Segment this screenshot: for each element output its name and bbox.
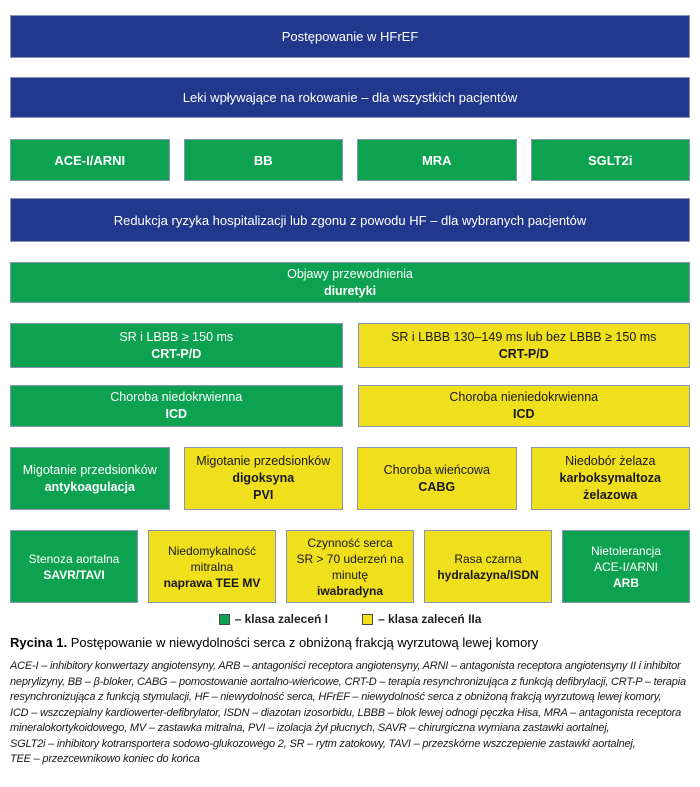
box-sglt2i: SGLT2i bbox=[530, 139, 690, 181]
box-condition-line: SR i LBBB 130–149 ms lub bez LBBB ≥ 150 … bbox=[391, 329, 657, 344]
box-therapy-line: karboksymaltoza bbox=[559, 471, 661, 485]
box-condition-line: Migotanie przedsionków bbox=[22, 462, 157, 477]
caption-label: Rycina 1. bbox=[10, 635, 68, 650]
box-icd-nonischemic: Choroba nieniedokrwienna ICD bbox=[357, 385, 690, 427]
header-all-patients-bar: Leki wpływające na rokowanie – dla wszys… bbox=[10, 77, 690, 118]
header-selected-patients-label: Redukcja ryzyka hospitalizacji lub zgonu… bbox=[113, 212, 587, 228]
comorbidities-row-1: Migotanie przedsionków antykoagulacja Mi… bbox=[10, 447, 690, 510]
header-main-bar: Postępowanie w HFrEF bbox=[10, 15, 690, 58]
box-condition-line: Choroba wieńcowa bbox=[383, 462, 490, 477]
box-therapy-line: ICD bbox=[512, 407, 535, 421]
box-condition-line: Migotanie przedsionków bbox=[196, 454, 331, 468]
box-label: SGLT2i bbox=[587, 152, 633, 168]
figure-caption: Rycina 1. Postępowanie w niewydolności s… bbox=[10, 635, 690, 650]
box-condition-line: Choroba nieniedokrwienna bbox=[449, 390, 599, 404]
box-condition-line: SR > 70 uderzeń na bbox=[296, 551, 404, 566]
box-mra: MRA bbox=[357, 139, 517, 181]
box-crt-class-i: SR i LBBB ≥ 150 ms CRT-P/D bbox=[10, 323, 343, 368]
header-selected-patients-bar: Redukcja ryzyka hospitalizacji lub zgonu… bbox=[10, 198, 690, 242]
icd-row: Choroba niedokrwienna ICD Choroba nienie… bbox=[10, 385, 690, 427]
box-aortic-stenosis: Stenoza aortalna SAVR/TAVI bbox=[10, 530, 138, 603]
caption-text: Postępowanie w niewydolności serca z obn… bbox=[67, 635, 539, 650]
legend-class-i-label: – klasa zaleceń I bbox=[234, 612, 328, 626]
box-condition-line: Stenoza aortalna bbox=[28, 551, 120, 566]
box-condition-line: Choroba niedokrwienna bbox=[110, 390, 243, 404]
footnote-line: neprylizyny, BB – β-bloker, CABG – pomos… bbox=[10, 675, 686, 688]
box-icd-ischemic: Choroba niedokrwienna ICD bbox=[10, 385, 343, 427]
box-therapy-line: CABG bbox=[418, 479, 456, 494]
box-af-digoxin-pvi: Migotanie przedsionków digoksyna PVI bbox=[183, 447, 343, 510]
box-heart-rate-ivabradine: Czynność serca SR > 70 uderzeń na minutę… bbox=[286, 530, 414, 603]
box-condition-line: ACE-I/ARNI bbox=[593, 559, 658, 574]
box-therapy-line: CRT-P/D bbox=[151, 346, 202, 361]
box-therapy-line: naprawa TEE MV bbox=[163, 575, 261, 590]
box-label: ACE-I/ARNI bbox=[54, 152, 126, 168]
box-condition-line: mitralna bbox=[190, 559, 234, 574]
box-crt-class-iia: SR i LBBB 130–149 ms lub bez LBBB ≥ 150 … bbox=[357, 323, 690, 368]
footnote-line: ACE-I – inhibitory konwertazy angiotensy… bbox=[10, 660, 681, 672]
footnote-line: TEE – przezcewnikowo koniec do końca bbox=[10, 753, 200, 765]
box-therapy-line: hydralazyna/ISDN bbox=[437, 567, 539, 582]
comorbidities-row-2: Stenoza aortalna SAVR/TAVI Niedomykalnoś… bbox=[10, 530, 690, 603]
footnote-line: mineralokortykoidowego, MV – zastawka mi… bbox=[10, 722, 610, 734]
box-label: BB bbox=[253, 152, 273, 168]
box-condition-line: SR i LBBB ≥ 150 ms bbox=[119, 329, 234, 344]
class-iia-swatch-icon bbox=[362, 613, 373, 625]
box-bb: BB bbox=[183, 139, 343, 181]
box-condition-line: Objawy przewodnienia bbox=[287, 266, 413, 281]
box-af-anticoagulation: Migotanie przedsionków antykoagulacja bbox=[10, 447, 170, 510]
footnote-line: SGLT2i – inhibitory kotransportera sodow… bbox=[10, 737, 636, 750]
box-therapy-line: ARB bbox=[613, 575, 639, 590]
box-therapy-line: antykoagulacja bbox=[44, 479, 135, 494]
box-label: MRA bbox=[421, 152, 452, 168]
legend-item-class-iia: – klasa zaleceń IIa bbox=[362, 612, 481, 626]
legend-class-iia-label: – klasa zaleceń IIa bbox=[378, 612, 482, 626]
box-therapy-line: SAVR/TAVI bbox=[43, 567, 105, 582]
box-cad-cabg: Choroba wieńcowa CABG bbox=[357, 447, 517, 510]
box-therapy-line: digoksyna bbox=[232, 471, 295, 485]
box-therapy-line: iwabradyna bbox=[316, 583, 384, 598]
box-therapy-line: PVI bbox=[253, 488, 274, 502]
class-i-swatch-icon bbox=[218, 613, 230, 625]
box-condition-line: Nietolerancja bbox=[590, 543, 662, 558]
box-condition-line: Niedobór żelaza bbox=[565, 454, 656, 468]
box-mitral-regurgitation: Niedomykalność mitralna naprawa TEE MV bbox=[148, 530, 276, 603]
box-ace-i-arni: ACE-I/ARNI bbox=[10, 139, 170, 181]
box-iron-deficiency: Niedobór żelaza karboksymaltoza żelazowa bbox=[530, 447, 690, 510]
box-ace-intolerance-arb: Nietolerancja ACE-I/ARNI ARB bbox=[562, 530, 690, 603]
footnote-line: resynchronizująca z funkcją stymulacji, … bbox=[10, 691, 662, 703]
box-therapy-line: CRT-P/D bbox=[498, 346, 549, 361]
box-black-race-hydralazine: Rasa czarna hydralazyna/ISDN bbox=[424, 530, 552, 603]
legend: – klasa zaleceń I – klasa zaleceń IIa bbox=[10, 612, 690, 626]
box-therapy-line: ICD bbox=[165, 407, 188, 421]
box-condition-line: minutę bbox=[331, 567, 369, 582]
box-condition-line: Czynność serca bbox=[307, 535, 393, 550]
header-all-patients-label: Leki wpływające na rokowanie – dla wszys… bbox=[182, 90, 518, 105]
box-condition-line: Rasa czarna bbox=[454, 551, 522, 566]
prognosis-drugs-row: ACE-I/ARNI BB MRA SGLT2i bbox=[10, 139, 690, 181]
box-therapy-line: diuretyki bbox=[323, 283, 377, 298]
box-condition-line: Niedomykalność bbox=[167, 543, 257, 558]
box-diuretics: Objawy przewodnienia diuretyki bbox=[10, 262, 690, 303]
box-therapy-line: żelazowa bbox=[583, 488, 638, 502]
hfref-treatment-figure: Postępowanie w HFrEF Leki wpływające na … bbox=[0, 15, 700, 768]
crt-row: SR i LBBB ≥ 150 ms CRT-P/D SR i LBBB 130… bbox=[10, 323, 690, 368]
legend-item-class-i: – klasa zaleceń I bbox=[218, 612, 328, 626]
abbreviations-footnote: ACE-I – inhibitory konwertazy angiotensy… bbox=[10, 659, 690, 768]
footnote-line: ICD – wszczepialny kardiowerter-defibryl… bbox=[10, 706, 682, 719]
header-main-label: Postępowanie w HFrEF bbox=[281, 29, 419, 44]
